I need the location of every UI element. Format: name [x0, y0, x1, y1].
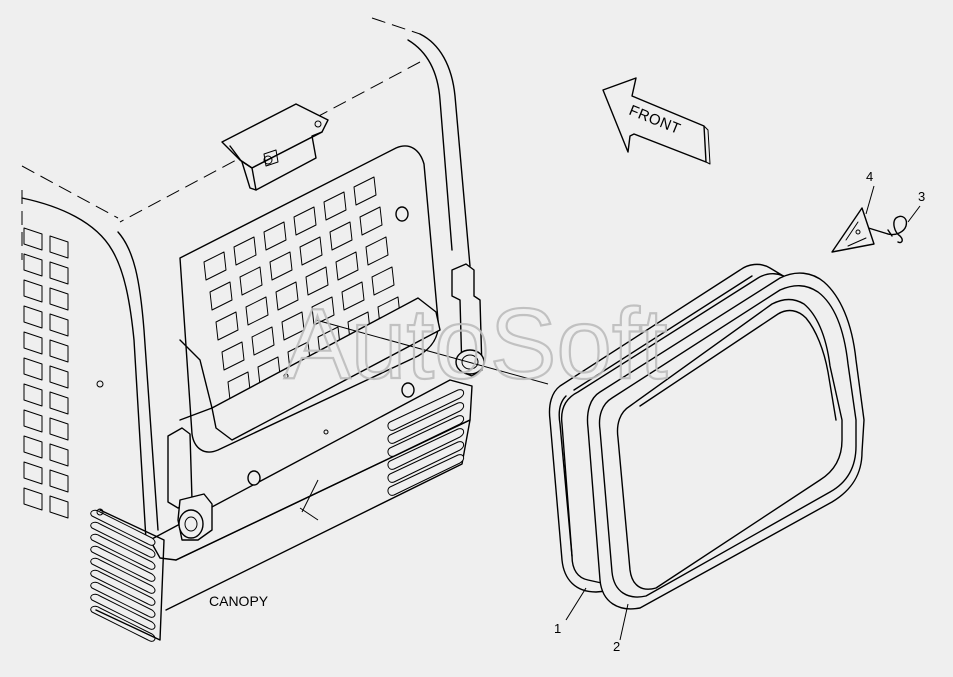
- callout-1: 1: [554, 621, 561, 636]
- mesh-hole: [245, 296, 269, 326]
- mesh-hole: [281, 311, 305, 341]
- mesh-hole: [23, 305, 43, 329]
- louver-slot: [90, 533, 156, 570]
- louver-slot: [90, 509, 156, 546]
- mesh-hole: [23, 383, 43, 407]
- canopy-label: CANOPY: [209, 593, 269, 609]
- mesh-hole: [49, 443, 69, 467]
- assembly-leader-line: [315, 319, 549, 385]
- mesh-hole: [251, 326, 275, 356]
- canopy-roof-inner: [407, 39, 453, 251]
- front-direction-arrow: FRONT: [602, 77, 711, 165]
- mesh-hole: [49, 391, 69, 415]
- mesh-hole: [203, 251, 227, 281]
- callout-2: 2: [613, 639, 620, 654]
- louver-slot: [90, 521, 156, 558]
- mesh-hole: [275, 281, 299, 311]
- louver-slot: [387, 402, 465, 444]
- mesh-hole: [23, 435, 43, 459]
- louver-slot: [387, 441, 465, 483]
- mesh-hole: [299, 236, 323, 266]
- louver-slot: [387, 454, 465, 496]
- callout-3: 3: [918, 189, 925, 204]
- mesh-hole: [49, 287, 69, 311]
- callout-4: 4: [866, 169, 873, 184]
- canopy-cross-bar: [211, 297, 441, 441]
- left-mesh-grid: [23, 227, 69, 519]
- mesh-hole: [359, 206, 383, 236]
- mesh-hole: [49, 469, 69, 493]
- mesh-hole: [353, 176, 377, 206]
- mesh-hole: [215, 311, 239, 341]
- left-louvers: [90, 509, 156, 642]
- mesh-hole: [335, 251, 359, 281]
- canopy-lower-panel-bottom: [165, 419, 471, 611]
- assembly-leader-tick: [299, 507, 319, 521]
- mesh-hole: [23, 357, 43, 381]
- window-parts: [548, 207, 908, 610]
- mesh-hole: [49, 495, 69, 519]
- hinge-block-left: [167, 427, 213, 541]
- mesh-hole: [23, 227, 43, 251]
- mesh-hole: [293, 206, 317, 236]
- mesh-hole: [23, 409, 43, 433]
- mesh-hole: [49, 417, 69, 441]
- right-louvers: [387, 389, 465, 496]
- mesh-hole: [365, 236, 389, 266]
- canopy-inner-lower-bar: [179, 407, 213, 421]
- mesh-hole: [221, 341, 245, 371]
- mesh-hole: [49, 313, 69, 337]
- mesh-hole: [49, 235, 69, 259]
- mesh-hole: [233, 236, 257, 266]
- louver-slot: [387, 415, 465, 457]
- louver-slot: [90, 545, 156, 582]
- louver-slot: [387, 428, 465, 470]
- mesh-hole: [49, 339, 69, 363]
- bolt-heads: [96, 206, 415, 516]
- callout-leaders: [565, 185, 921, 641]
- mesh-hole: [311, 296, 335, 326]
- louver-slot: [90, 581, 156, 618]
- canopy-left-post-inner: [117, 231, 159, 531]
- mesh-hole: [23, 487, 43, 511]
- canopy-diagonal-strut: [179, 339, 213, 409]
- louver-slot: [387, 389, 465, 431]
- inner-seal-part-1: [548, 263, 791, 593]
- mesh-hole: [341, 281, 365, 311]
- triangle-decal-part-4: [831, 207, 875, 253]
- mesh-hole: [305, 266, 329, 296]
- mesh-hole: [209, 281, 233, 311]
- outer-frame-part-2: [586, 272, 865, 610]
- mesh-hole: [23, 461, 43, 485]
- mesh-hole: [329, 221, 353, 251]
- mesh-hole: [371, 266, 395, 296]
- watermark: AutoSoft: [284, 288, 668, 400]
- louver-slot: [90, 557, 156, 594]
- canopy-assembly: [21, 17, 549, 642]
- canopy-left-post: [21, 197, 147, 541]
- mesh-hole: [49, 365, 69, 389]
- canopy-left-post-bottom: [95, 509, 165, 641]
- canopy-roof-edge: [419, 33, 471, 267]
- mesh-hole: [263, 221, 287, 251]
- top-bracket: [221, 103, 329, 191]
- mesh-hole: [269, 251, 293, 281]
- assembly-leader-line-lower: [301, 479, 319, 513]
- mesh-hole: [23, 253, 43, 277]
- canopy-phantom-line-top: [371, 17, 421, 35]
- louver-slot: [90, 569, 156, 606]
- louver-slot: [90, 593, 156, 630]
- mesh-hole: [23, 331, 43, 355]
- mesh-hole: [239, 266, 263, 296]
- canopy-phantom-line-left: [21, 165, 119, 219]
- mesh-hole: [323, 191, 347, 221]
- mesh-hole: [23, 279, 43, 303]
- mesh-hole: [49, 261, 69, 285]
